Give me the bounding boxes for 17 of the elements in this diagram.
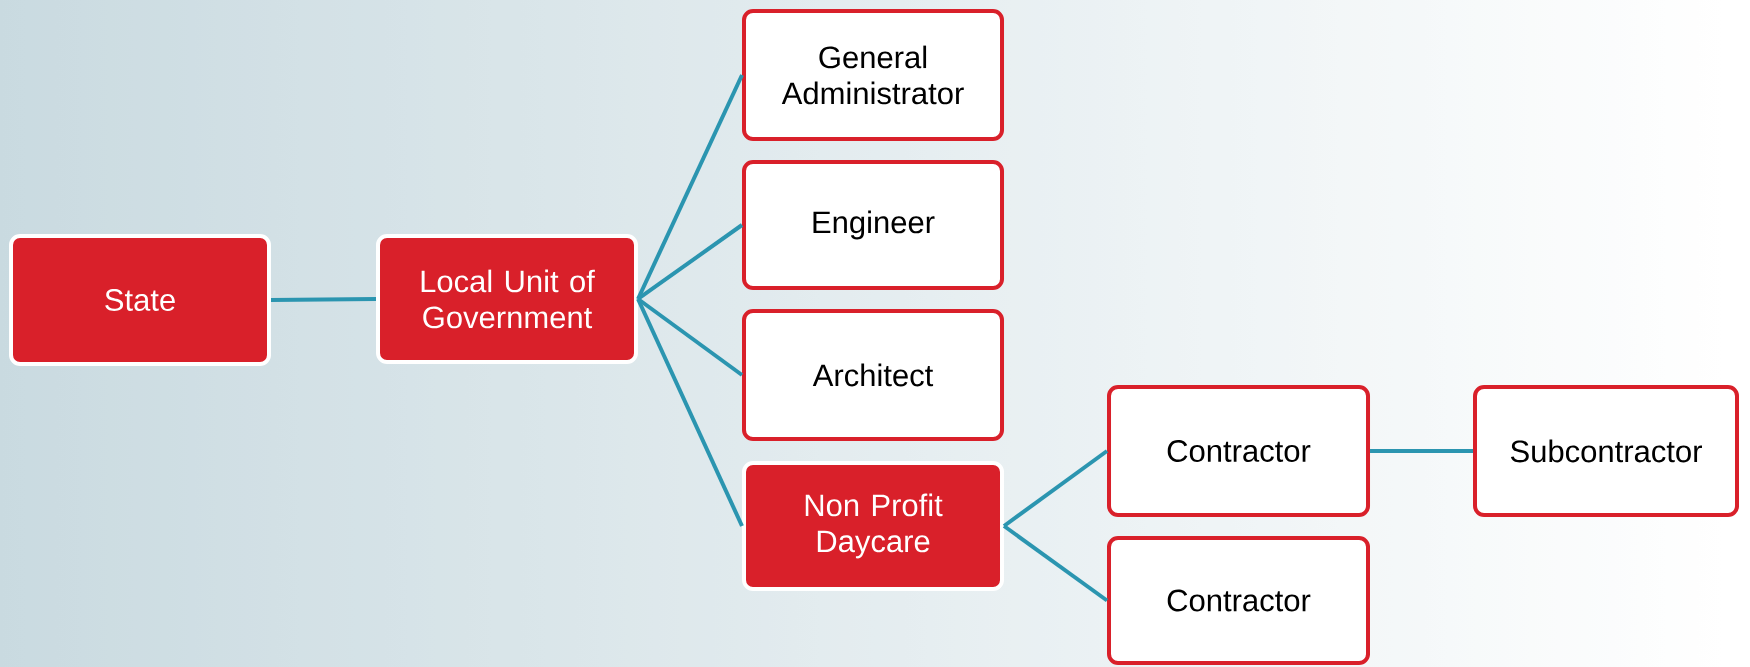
connector-line: [1002, 524, 1109, 603]
filled-box: Non Profit Daycare: [742, 461, 1004, 591]
connector-line: [1002, 449, 1109, 528]
filled-box: State: [9, 234, 271, 366]
outlined-box: Engineer: [742, 160, 1004, 290]
filled-box: Local Unit of Government: [376, 234, 638, 364]
connector-line: [271, 297, 377, 302]
connector-line: [636, 297, 744, 377]
connector-line: [636, 298, 744, 527]
outlined-box: Contractor: [1107, 385, 1370, 517]
connector-line: [1370, 449, 1473, 453]
connector-line: [636, 74, 744, 300]
outlined-box: Contractor: [1107, 536, 1370, 665]
outlined-box: Subcontractor: [1473, 385, 1739, 517]
connector-line: [636, 223, 744, 301]
outlined-box: General Administrator: [742, 9, 1004, 141]
outlined-box: Architect: [742, 309, 1004, 441]
